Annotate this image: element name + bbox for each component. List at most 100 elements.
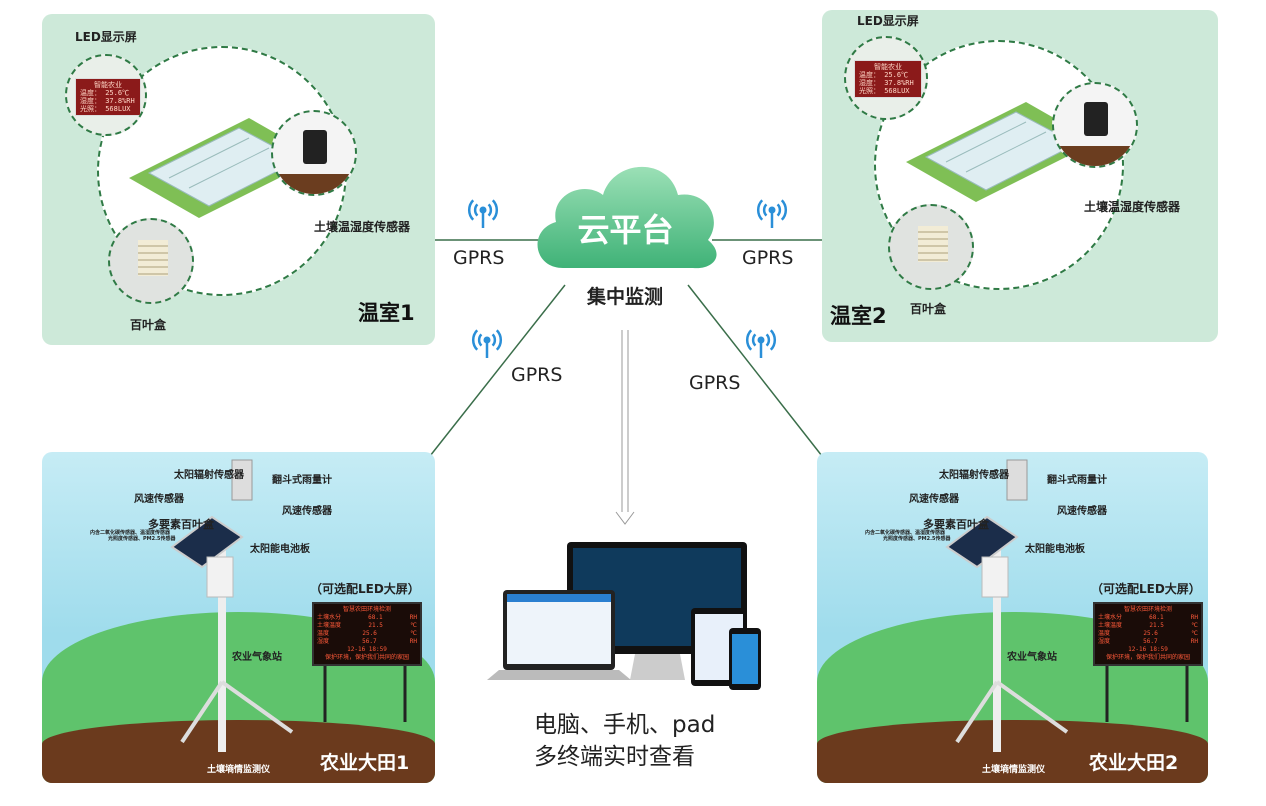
led-slogan: 保护环境，保护我们共同的家园 [324, 654, 409, 661]
led-cell: 56.7 [362, 638, 377, 645]
led-title: 智慧农田环境检测 [1123, 606, 1172, 613]
led-time: 12-16 18:59 [347, 646, 387, 653]
led-cell: RH [1190, 614, 1198, 621]
rain-gauge-label: 翻斗式雨量计 [1047, 475, 1107, 486]
led-display-label: LED显示屏 [75, 30, 137, 44]
led-cell: 温度 [1098, 630, 1111, 637]
soil-monitor-label: 土壤墒情监测仪 [982, 765, 1046, 775]
led-row: 湿度 56.7 RH [317, 638, 417, 646]
wind-sensor-label: 风速传感器 [282, 506, 332, 517]
led-display-photo: 智能农业 温度： 25.6℃ 湿度： 37.8%RH 光照： 568LUX [844, 36, 928, 120]
led-row: 湿度： 37.8%RH [859, 79, 914, 87]
cloud-icon [537, 166, 717, 269]
link-line-field2 [687, 284, 823, 457]
soil-monitor-label: 土壤墒情监测仪 [207, 765, 271, 775]
louver-box-photo [108, 218, 194, 304]
led-cell: ℃ [410, 622, 417, 629]
gprs-label: GPRS [511, 364, 563, 386]
louver-note: 内含二氧化碳传感器、温湿度传感器 [90, 530, 171, 536]
wind-sensor-label: 风速传感器 [909, 494, 959, 505]
greenhouse-2-panel: 智能农业 温度： 25.6℃ 湿度： 37.8%RH 光照： 568LUX LE… [822, 10, 1218, 342]
field-2-title: 农业大田2 [1089, 752, 1179, 774]
wifi-signal-icon [472, 329, 502, 358]
led-cell: RH [1190, 638, 1198, 645]
led-cell: 25.6 [1143, 630, 1158, 637]
soil-sensor-label: 土壤温湿度传感器 [1084, 200, 1181, 214]
led-cell: 68.1 [368, 614, 383, 621]
louver-note: 光照度传感器、PM2.5传感器 [108, 536, 176, 542]
soil-sensor-photo [1052, 82, 1138, 168]
link-line-field1 [429, 284, 566, 457]
led-option-label: （可选配LED大屏） [310, 582, 420, 596]
central-monitoring-label: 集中监测 [586, 286, 663, 308]
field-2-panel: 太阳辐射传感器 翻斗式雨量计 风速传感器 风速传感器 多要素百叶盒 内含二氧化碳… [817, 452, 1208, 783]
field-1-panel: 太阳辐射传感器 翻斗式雨量计 风速传感器 风速传感器 多要素百叶盒 内含二氧化碳… [42, 452, 435, 783]
rain-gauge-label: 翻斗式雨量计 [272, 475, 332, 486]
led-cell: 25.6 [362, 630, 377, 637]
led-cell: 湿度 [1098, 638, 1111, 645]
soil-sensor-label: 土壤温湿度传感器 [314, 220, 411, 234]
solar-panel-label: 太阳能电池板 [250, 544, 310, 555]
led-slogan: 保护环境，保护我们共同的家园 [1105, 654, 1190, 661]
gprs-label: GPRS [742, 247, 794, 269]
led-option-label: （可选配LED大屏） [1091, 582, 1201, 596]
greenhouse-led-screen: 智能农业 温度： 25.6℃ 湿度： 37.8%RH 光照： 568LUX [75, 78, 141, 116]
led-row: 光照： 568LUX [80, 105, 131, 113]
down-arrow-icon [615, 330, 635, 525]
led-row: 土壤温度 21.5 ℃ [317, 622, 417, 630]
terminals-line2: 多终端实时查看 [534, 744, 695, 770]
radiation-sensor-label: 太阳辐射传感器 [939, 470, 1009, 481]
led-cell: ℃ [1191, 630, 1198, 637]
louver-box-label: 多要素百叶盒 [148, 518, 214, 531]
led-row: 土壤水分 68.1 RH [1098, 614, 1198, 622]
led-row: 湿度 56.7 RH [1098, 638, 1198, 646]
louver-note: 内含二氧化碳传感器、温湿度传感器 [865, 530, 946, 536]
led-cell: 湿度 [317, 638, 330, 645]
greenhouse-led-screen: 智能农业 温度： 25.6℃ 湿度： 37.8%RH 光照： 568LUX [854, 60, 922, 98]
louver-box-label: 百叶盒 [910, 302, 947, 316]
led-cell: 21.5 [1149, 622, 1164, 629]
terminals-line1: 电脑、手机、pad [534, 712, 716, 738]
led-title: 智能农业 [874, 63, 902, 71]
led-cell: ℃ [410, 630, 417, 637]
led-cell: 56.7 [1143, 638, 1158, 645]
wind-sensor-label: 风速传感器 [134, 494, 184, 505]
wifi-signal-icon [746, 329, 776, 358]
greenhouse-illustration [906, 102, 1096, 202]
led-row: 湿度： 37.8%RH [80, 97, 135, 105]
led-row: 光照： 568LUX [859, 87, 910, 95]
led-cell: 68.1 [1149, 614, 1164, 621]
led-title: 智能农业 [94, 81, 122, 89]
louver-note: 光照度传感器、PM2.5传感器 [883, 536, 951, 542]
greenhouse-1-panel: 智能农业 温度： 25.6℃ 湿度： 37.8%RH 光照： 568LUX LE… [42, 14, 435, 345]
soil-sensor-photo [271, 110, 357, 196]
solar-panel-label: 太阳能电池板 [1025, 544, 1085, 555]
led-time: 12-16 18:59 [1128, 646, 1168, 653]
led-cell: 21.5 [368, 622, 383, 629]
weather-station-illustration [945, 459, 1189, 752]
station-name-label: 农业气象站 [232, 652, 282, 663]
led-display-photo: 智能农业 温度： 25.6℃ 湿度： 37.8%RH 光照： 568LUX [65, 54, 147, 136]
led-cell: 土壤温度 [317, 622, 342, 629]
led-cell: 土壤水分 [1098, 614, 1123, 621]
led-cell: RH [409, 614, 417, 621]
led-display-label: LED显示屏 [857, 14, 919, 28]
field-1-title: 农业大田1 [320, 752, 410, 774]
wifi-signal-icon [468, 199, 498, 228]
gprs-label: GPRS [453, 247, 505, 269]
weather-station-illustration [170, 459, 407, 752]
led-row: 温度： 25.6℃ [80, 89, 130, 97]
louver-box-photo [888, 204, 974, 290]
led-cell: RH [409, 638, 417, 645]
led-cell: ℃ [1191, 622, 1198, 629]
radiation-sensor-label: 太阳辐射传感器 [174, 470, 244, 481]
greenhouse-2-title: 温室2 [830, 304, 887, 328]
station-name-label: 农业气象站 [1007, 652, 1057, 663]
wifi-signal-icon [757, 199, 787, 228]
soil [42, 720, 435, 783]
